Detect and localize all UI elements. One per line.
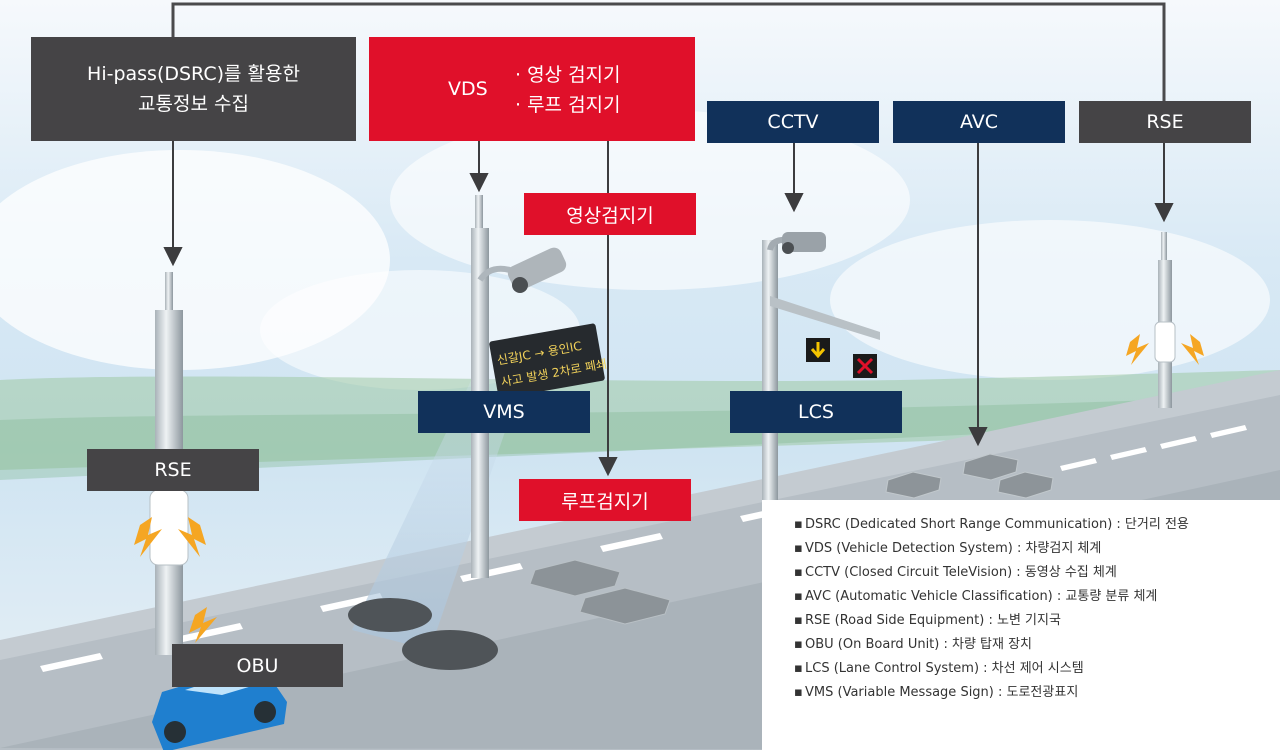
cctv-lcs-pole bbox=[762, 232, 880, 500]
vds-box: VDS bbox=[369, 37, 695, 141]
video-camera-icon bbox=[507, 247, 567, 293]
legend-item-avc: ▪AVC (Automatic Vehicle Classification) … bbox=[794, 589, 1158, 604]
legend-panel: ▪DSRC (Dedicated Short Range Communicati… bbox=[762, 500, 1280, 750]
obu-box: OBU bbox=[172, 644, 343, 687]
vms-sign-board bbox=[489, 323, 605, 399]
legend-item-vms: ▪VMS (Variable Message Sign) : 도로전광표지 bbox=[794, 685, 1079, 700]
car bbox=[152, 670, 287, 750]
vds-label: VDS bbox=[448, 78, 488, 100]
video-detector-box: 영상검지기 bbox=[524, 193, 696, 235]
rse-pole-right bbox=[1126, 232, 1204, 408]
hipass-line2: 교통정보 수집 bbox=[138, 93, 249, 115]
legend-item-dsrc: ▪DSRC (Dedicated Short Range Communicati… bbox=[794, 517, 1189, 532]
lcs-arrow-icon bbox=[806, 338, 830, 362]
hipass-line1: Hi-pass(DSRC)를 활용한 bbox=[87, 63, 300, 85]
legend-item-lcs: ▪LCS (Lane Control System) : 차선 제어 시스템 bbox=[794, 661, 1084, 676]
top-connector-line bbox=[171, 2, 1166, 101]
legend-item-rse: ▪RSE (Road Side Equipment) : 노변 기지국 bbox=[794, 613, 1061, 628]
avc-sensor-pads bbox=[885, 453, 1054, 499]
loop-detector-box: 루프검지기 bbox=[519, 479, 691, 521]
legend-item-vds: ▪VDS (Vehicle Detection System) : 차량검지 체… bbox=[794, 541, 1102, 556]
vms-box: VMS bbox=[418, 391, 590, 433]
green-field bbox=[0, 370, 1280, 470]
cctv-camera-icon bbox=[782, 232, 826, 254]
hipass-dsrc-box: Hi-pass(DSRC)를 활용한 교통정보 수집 bbox=[31, 37, 356, 141]
lcs-box: LCS bbox=[730, 391, 902, 433]
detection-zone bbox=[348, 598, 432, 632]
legend-item-obu: ▪OBU (On Board Unit) : 차량 탑재 장치 bbox=[794, 637, 1033, 652]
lcs-x-icon bbox=[853, 354, 877, 378]
avc-box: AVC bbox=[893, 101, 1065, 143]
loop-detector-pads bbox=[529, 559, 671, 625]
rse-left-box: RSE bbox=[87, 449, 259, 491]
signal-bolt-icon bbox=[134, 517, 162, 557]
vds-items: · 영상 검지기 · 루프 검지기 bbox=[515, 60, 621, 120]
rse-top-box: RSE bbox=[1079, 101, 1251, 143]
vds-item-video: · 영상 검지기 bbox=[515, 64, 621, 86]
vds-item-loop: · 루프 검지기 bbox=[515, 94, 621, 116]
cctv-box: CCTV bbox=[707, 101, 879, 143]
detection-zone bbox=[402, 630, 498, 670]
legend-item-cctv: ▪CCTV (Closed Circuit TeleVision) : 동영상 … bbox=[794, 565, 1117, 580]
